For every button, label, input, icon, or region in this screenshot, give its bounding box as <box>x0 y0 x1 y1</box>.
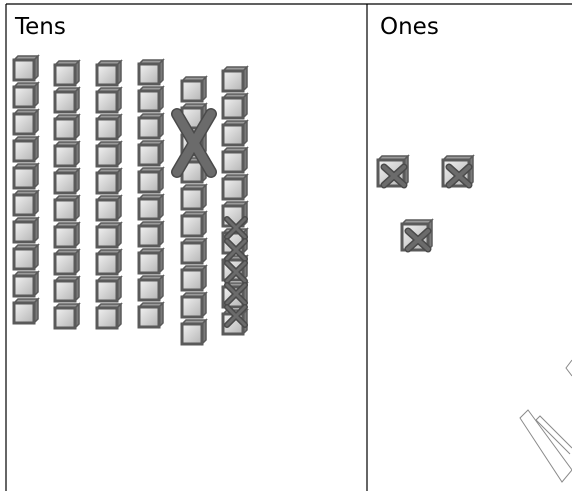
unit-cube-icon <box>14 56 38 80</box>
unit-cube-icon <box>14 83 38 107</box>
tens-header: Tens <box>15 16 66 39</box>
unit-cube-icon <box>97 61 121 85</box>
unit-cube-icon <box>14 164 38 188</box>
ones-cube <box>402 220 432 250</box>
unit-cube-icon <box>97 277 121 301</box>
tens-rod <box>14 56 38 323</box>
unit-cube-icon <box>55 196 79 220</box>
unit-cube-icon <box>223 121 247 145</box>
unit-cube-icon <box>223 148 247 172</box>
unit-cube-icon <box>55 223 79 247</box>
unit-cube-icon <box>55 115 79 139</box>
unit-cube-icon <box>97 223 121 247</box>
unit-cube-icon <box>14 110 38 134</box>
ones-cube <box>378 156 408 186</box>
tens-rod <box>55 61 79 328</box>
unit-cube-icon <box>55 169 79 193</box>
unit-cube-icon <box>14 191 38 215</box>
unit-cube-icon <box>182 212 206 236</box>
unit-cube-icon <box>182 293 206 317</box>
unit-cube-icon <box>97 196 121 220</box>
tens-rod <box>139 60 163 327</box>
unit-cube-icon <box>182 77 206 101</box>
unit-cube-icon <box>97 142 121 166</box>
unit-cube-icon <box>97 169 121 193</box>
unit-cube-icon <box>55 88 79 112</box>
ones-header: Ones <box>380 16 439 39</box>
unit-cube-icon <box>14 218 38 242</box>
unit-cube-icon <box>139 168 163 192</box>
unit-cube-icon <box>97 250 121 274</box>
unit-cube-icon <box>55 250 79 274</box>
unit-cube-icon <box>223 67 247 91</box>
tens-rod <box>177 77 211 344</box>
unit-cube-icon <box>97 88 121 112</box>
unit-cube-icon <box>182 185 206 209</box>
unit-cube-icon <box>182 320 206 344</box>
unit-cube-icon <box>14 137 38 161</box>
unit-cube-icon <box>139 114 163 138</box>
unit-cube-icon <box>97 304 121 328</box>
tens-column <box>14 56 247 344</box>
arrow-outline-icon <box>520 360 572 482</box>
unit-cube-icon <box>223 175 247 199</box>
unit-cube-icon <box>139 303 163 327</box>
tens-rod <box>97 61 121 328</box>
ones-column <box>378 156 473 250</box>
unit-cube-icon <box>139 60 163 84</box>
unit-cube-icon <box>55 142 79 166</box>
ones-cube <box>443 156 473 186</box>
unit-cube-icon <box>182 266 206 290</box>
unit-cube-icon <box>14 245 38 269</box>
unit-cube-icon <box>55 277 79 301</box>
unit-cube-icon <box>14 299 38 323</box>
unit-cube-icon <box>139 141 163 165</box>
tens-rod <box>223 67 247 334</box>
unit-cube-icon <box>223 94 247 118</box>
unit-cube-icon <box>97 115 121 139</box>
unit-cube-icon <box>55 304 79 328</box>
unit-cube-icon <box>14 272 38 296</box>
unit-cube-icon <box>139 276 163 300</box>
unit-cube-icon <box>139 222 163 246</box>
unit-cube-icon <box>139 195 163 219</box>
unit-cube-icon <box>182 239 206 263</box>
table-frame <box>6 4 572 491</box>
unit-cube-icon <box>139 87 163 111</box>
unit-cube-icon <box>55 61 79 85</box>
unit-cube-icon <box>139 249 163 273</box>
